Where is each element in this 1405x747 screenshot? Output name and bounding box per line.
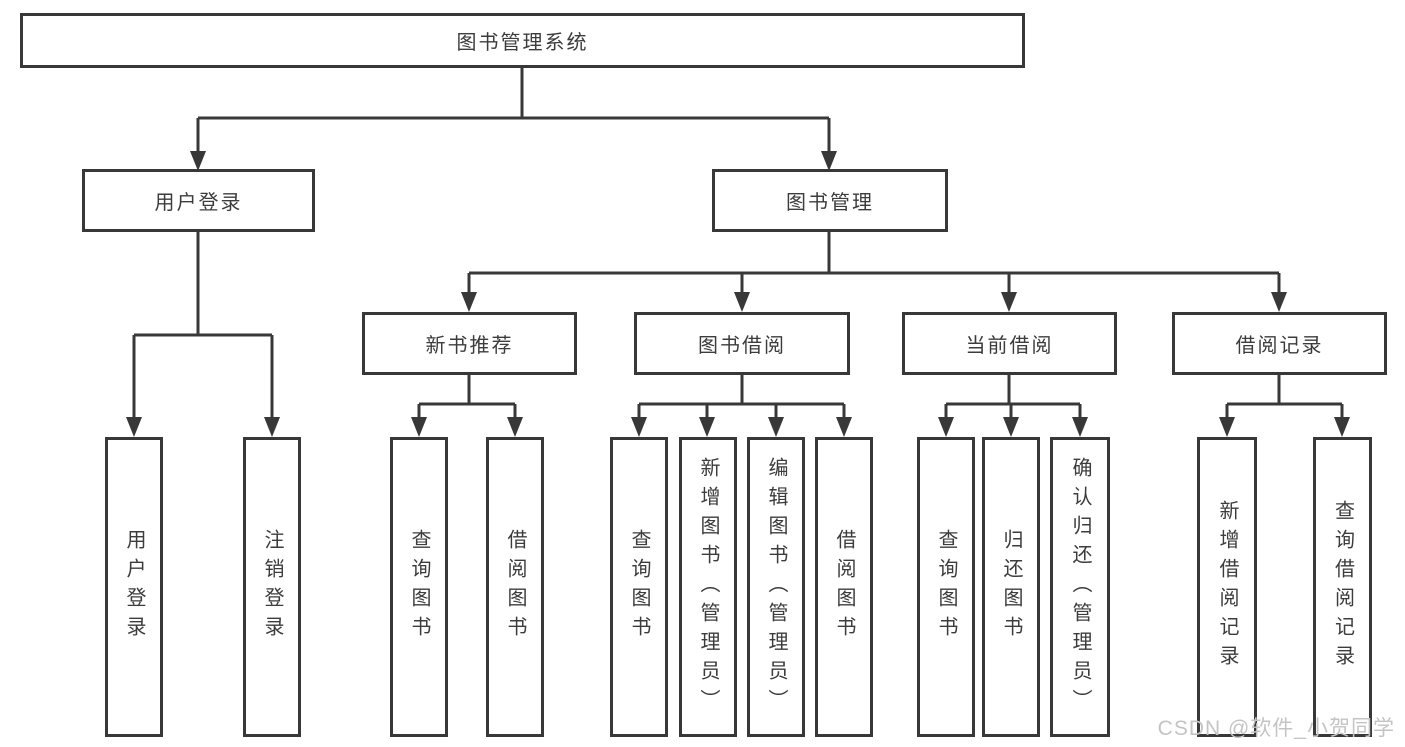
leaf-confirm-return-admin: 确认归还（管理员）	[1050, 437, 1110, 737]
leaf-newbook-borrow-books: 借阅图书	[486, 437, 544, 737]
leaf-add-borrow-record-label: 新增借阅记录	[1216, 500, 1238, 674]
node-root: 图书管理系统	[20, 13, 1025, 68]
node-root-label: 图书管理系统	[456, 32, 589, 54]
leaf-borrow-books-label: 借阅图书	[833, 529, 855, 645]
leaf-edit-books-admin: 编辑图书（管理员）	[747, 437, 805, 737]
node-user-login: 用户登录	[82, 169, 315, 232]
arrowheads	[126, 151, 1350, 437]
leaf-return-books-label: 归还图书	[1000, 529, 1022, 645]
node-borrowing-records: 借阅记录	[1172, 312, 1387, 375]
leaf-add-books-admin: 新增图书（管理员）	[679, 437, 737, 737]
node-book-borrowing: 图书借阅	[634, 312, 850, 375]
leaf-user-login-label: 用户登录	[123, 529, 145, 645]
node-book-management: 图书管理	[712, 169, 948, 232]
leaf-user-login: 用户登录	[105, 437, 163, 737]
connector-path	[132, 68, 1344, 417]
leaf-borrow-books: 借阅图书	[815, 437, 873, 737]
leaf-add-borrow-record: 新增借阅记录	[1197, 437, 1257, 737]
leaf-newbook-borrow-books-label: 借阅图书	[504, 529, 526, 645]
leaf-query-borrow-record-label: 查询借阅记录	[1331, 500, 1354, 674]
node-user-login-label: 用户登录	[154, 192, 243, 214]
leaf-add-books-admin-label: 新增图书（管理员）	[697, 456, 719, 718]
leaf-current-query-books: 查询图书	[917, 437, 975, 737]
node-borrowing-records-label: 借阅记录	[1235, 335, 1324, 357]
leaf-logout: 注销登录	[243, 437, 301, 737]
leaf-return-books: 归还图书	[982, 437, 1040, 737]
node-new-book-recommend: 新书推荐	[362, 312, 577, 375]
leaf-newbook-query-books: 查询图书	[390, 437, 448, 737]
node-new-book-recommend-label: 新书推荐	[425, 335, 514, 357]
leaf-confirm-return-admin-label: 确认归还（管理员）	[1069, 456, 1091, 718]
csdn-watermark: CSDN @软件_小贺同学	[1157, 717, 1395, 740]
leaf-borrow-query-books-label: 查询图书	[628, 529, 650, 645]
leaf-borrow-query-books: 查询图书	[610, 437, 668, 737]
node-book-borrowing-label: 图书借阅	[698, 335, 786, 357]
node-current-borrowing-label: 当前借阅	[965, 335, 1054, 357]
node-current-borrowing: 当前借阅	[902, 312, 1117, 375]
leaf-current-query-books-label: 查询图书	[935, 529, 957, 645]
node-book-management-label: 图书管理	[786, 192, 874, 214]
leaf-newbook-query-books-label: 查询图书	[408, 529, 430, 645]
leaf-edit-books-admin-label: 编辑图书（管理员）	[765, 456, 787, 718]
leaf-query-borrow-record: 查询借阅记录	[1313, 437, 1372, 737]
leaf-logout-label: 注销登录	[261, 529, 283, 645]
